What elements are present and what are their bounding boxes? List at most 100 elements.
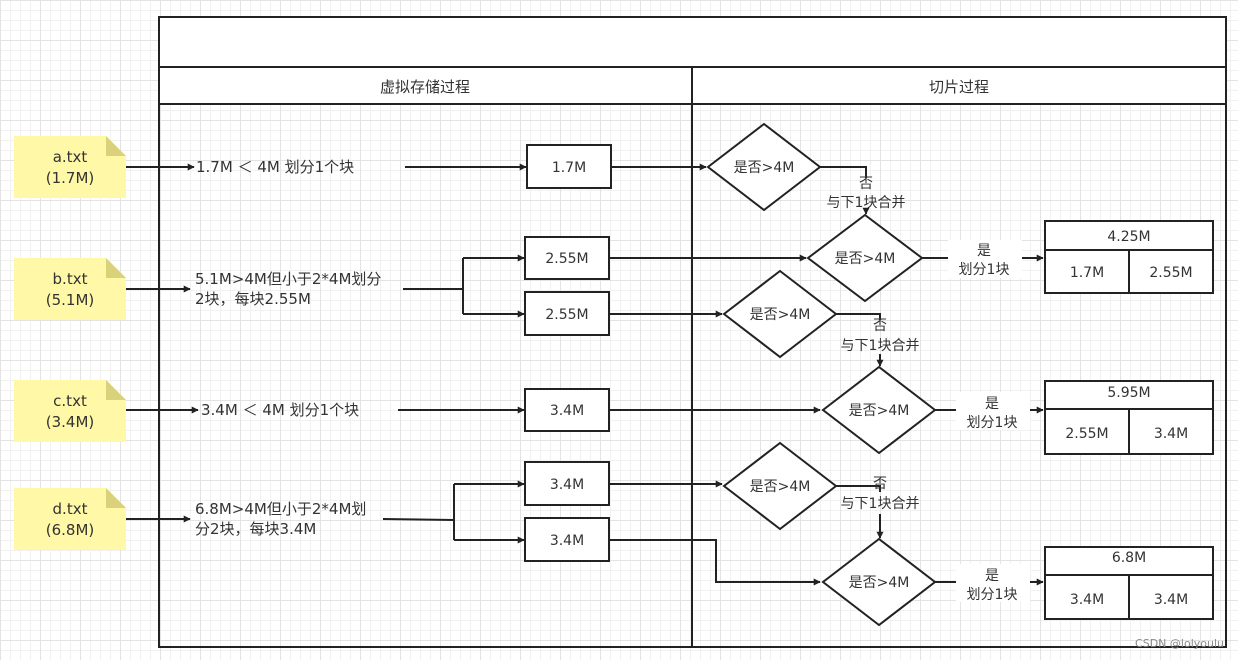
block-size: 2.55M [545,251,588,267]
decision-b1: 是否>4M [806,213,924,303]
file-size: (3.4M) [46,413,95,431]
decision-label: 是否>4M [849,575,910,591]
slice-total: 6.8M [1112,550,1146,566]
description-b-line2: 2块，每块2.55M [195,290,311,308]
lane-title-slicing: 切片过程 [929,78,989,96]
yes-label-bg-3 [956,564,1030,602]
description-d-line2: 分2块，每块3.4M [195,520,316,538]
swimlane-pool: 虚拟存储过程 切片过程 [158,16,1227,648]
file-name: d.txt [53,500,88,518]
lane-title-virtual-storage: 虚拟存储过程 [380,78,470,96]
decision-label: 是否>4M [835,251,896,267]
split-one-label-3: 划分1块 [967,587,1018,603]
decision-label: 是否>4M [750,479,811,495]
note-shape [14,488,126,550]
block-size: 1.7M [552,160,586,176]
yes-label-3: 是 [985,568,999,584]
lane-virtual-storage [158,103,693,648]
slice-part-1: 1.7M [1070,265,1104,281]
lane-header-virtual-storage [158,66,693,105]
decision-c: 是否>4M [821,365,937,455]
file-name: c.txt [53,392,87,410]
slice-part-2-box [1128,249,1214,294]
no-label-a: 否 [859,176,873,192]
block-d2: 3.4M [524,517,610,562]
note-fold [106,488,126,508]
note-shape [14,380,126,442]
no-label-d: 否 [873,476,887,492]
yes-label-bg-2 [956,392,1030,430]
lane-slicing [691,103,1227,648]
slice-part-1: 3.4M [1070,592,1104,608]
description-d-line1: 6.8M>4M但小于2*4M划 [195,500,366,518]
decision-diamond [722,441,838,531]
block-a: 1.7M [526,144,612,189]
file-name: a.txt [53,148,88,166]
block-b1: 2.55M [524,236,610,280]
decision-label: 是否>4M [849,403,910,419]
decision-b2: 是否>4M [722,269,838,359]
slice-result-1: 4.25M 1.7M 2.55M [1044,220,1214,294]
no-label-b: 否 [873,318,887,334]
note-fold [106,380,126,400]
block-box [524,388,610,432]
note-shape [14,258,126,320]
connector-d-stem [382,518,455,521]
decision-d1: 是否>4M [722,441,838,531]
split-one-label-2: 划分1块 [967,415,1018,431]
decision-diamond [821,365,937,455]
slice-part-1: 2.55M [1065,426,1108,442]
block-b2: 2.55M [524,291,610,336]
slice-part-2-box [1128,408,1214,455]
yes-label-1: 是 [977,243,991,259]
slice-total: 4.25M [1107,229,1150,245]
file-note-d: d.txt (6.8M) [14,488,126,550]
block-c: 3.4M [524,388,610,432]
note-fold [106,136,126,156]
block-d1: 3.4M [524,461,610,506]
file-note-c: c.txt (3.4M) [14,380,126,442]
block-box [524,291,610,336]
yes-label-bg-1 [948,240,1022,278]
decision-a: 是否>4M [706,122,822,212]
split-one-label-1: 划分1块 [959,262,1010,278]
file-name: b.txt [53,270,88,288]
merge-label-a: 与下1块合并 [827,195,906,211]
decision-diamond [806,213,924,303]
slice-part-2: 2.55M [1149,265,1192,281]
slice-part-1-box [1044,408,1130,455]
file-size: (5.1M) [46,291,95,309]
slice-header [1044,380,1214,410]
slice-result-3: 6.8M 3.4M 3.4M [1044,546,1214,620]
no-branch-d [836,485,881,492]
pool-title-bar [158,16,1227,68]
slice-part-2: 3.4M [1154,592,1188,608]
slice-result-2: 5.95M 2.55M 3.4M [1044,380,1214,455]
no-branch-a [820,166,867,178]
decision-label: 是否>4M [734,160,795,176]
merge-label-d: 与下1块合并 [841,496,920,512]
block-size: 2.55M [545,307,588,323]
slice-total: 5.95M [1107,385,1150,401]
block-size: 3.4M [550,533,584,549]
watermark: CSDN @lolyoulu [1135,637,1224,650]
description-b-line1: 5.1M>4M但小于2*4M划分 [195,270,381,288]
note-shape [14,136,126,198]
description-a: 1.7M ＜ 4M 划分1个块 [196,158,354,176]
file-size: (6.8M) [46,521,95,539]
yes-label-2: 是 [985,396,999,412]
decision-diamond [821,537,937,627]
slice-part-2: 3.4M [1154,426,1188,442]
decision-d2: 是否>4M [821,537,937,627]
decision-diamond [722,269,838,359]
block-box [524,461,610,506]
file-note-a: a.txt (1.7M) [14,136,126,198]
slice-header [1044,220,1214,251]
merge-label-b: 与下1块合并 [841,338,920,354]
block-size: 3.4M [550,477,584,493]
note-fold [106,258,126,278]
no-branch-b [836,313,881,320]
decision-label: 是否>4M [750,307,811,323]
file-note-b: b.txt (5.1M) [14,258,126,320]
block-box [524,236,610,280]
